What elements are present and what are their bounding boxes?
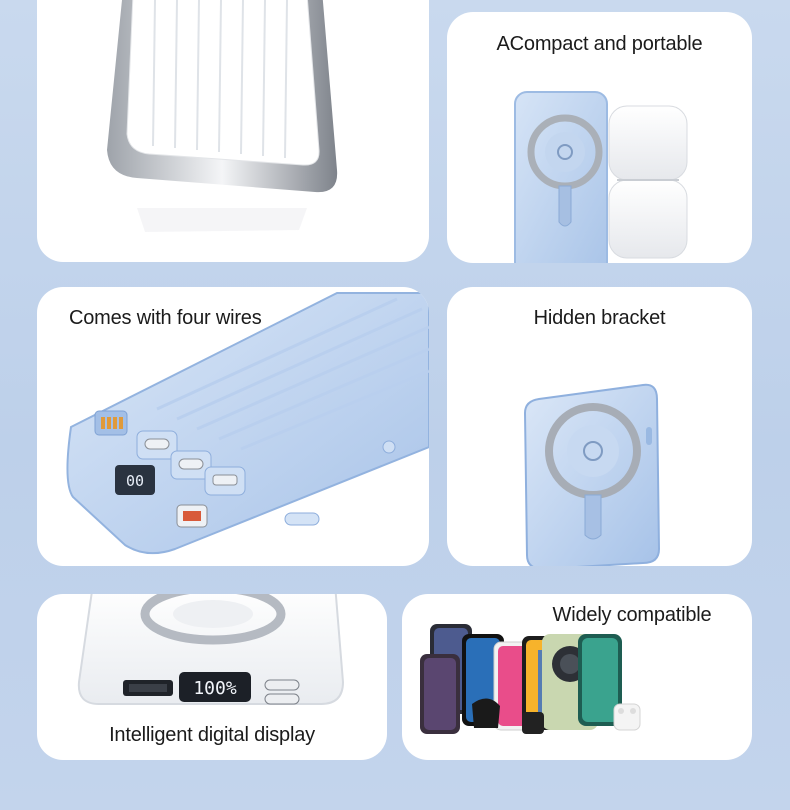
feature-card-compatible: Widely compatible xyxy=(402,594,752,760)
feature-card-hidden-bracket: Hidden bracket xyxy=(447,287,752,566)
display-reading: 100% xyxy=(193,678,237,699)
feature-caption: ACompact and portable xyxy=(496,33,703,55)
feature-caption: Hidden bracket xyxy=(533,307,666,329)
bracket-powerbank-image xyxy=(523,383,661,566)
compact-powerbank-image xyxy=(514,91,688,263)
digital-display-powerbank-image: 100% xyxy=(77,594,345,705)
compatible-devices-image xyxy=(420,624,641,734)
product-card-white-bank xyxy=(37,0,429,262)
feature-card-digital-display: 100% Intelligent digital display xyxy=(37,594,387,760)
feature-card-compact: ACompact and portable xyxy=(447,12,752,263)
feature-caption: Widely compatible xyxy=(552,604,712,626)
feature-card-four-wires: Comes with four wires 0 xyxy=(37,287,429,566)
four-wires-powerbank-image: 00 xyxy=(66,292,429,555)
svg-text:00: 00 xyxy=(126,472,144,490)
white-powerbank-image xyxy=(107,0,338,232)
feature-caption: Comes with four wires xyxy=(69,307,262,329)
feature-caption: Intelligent digital display xyxy=(109,724,315,746)
